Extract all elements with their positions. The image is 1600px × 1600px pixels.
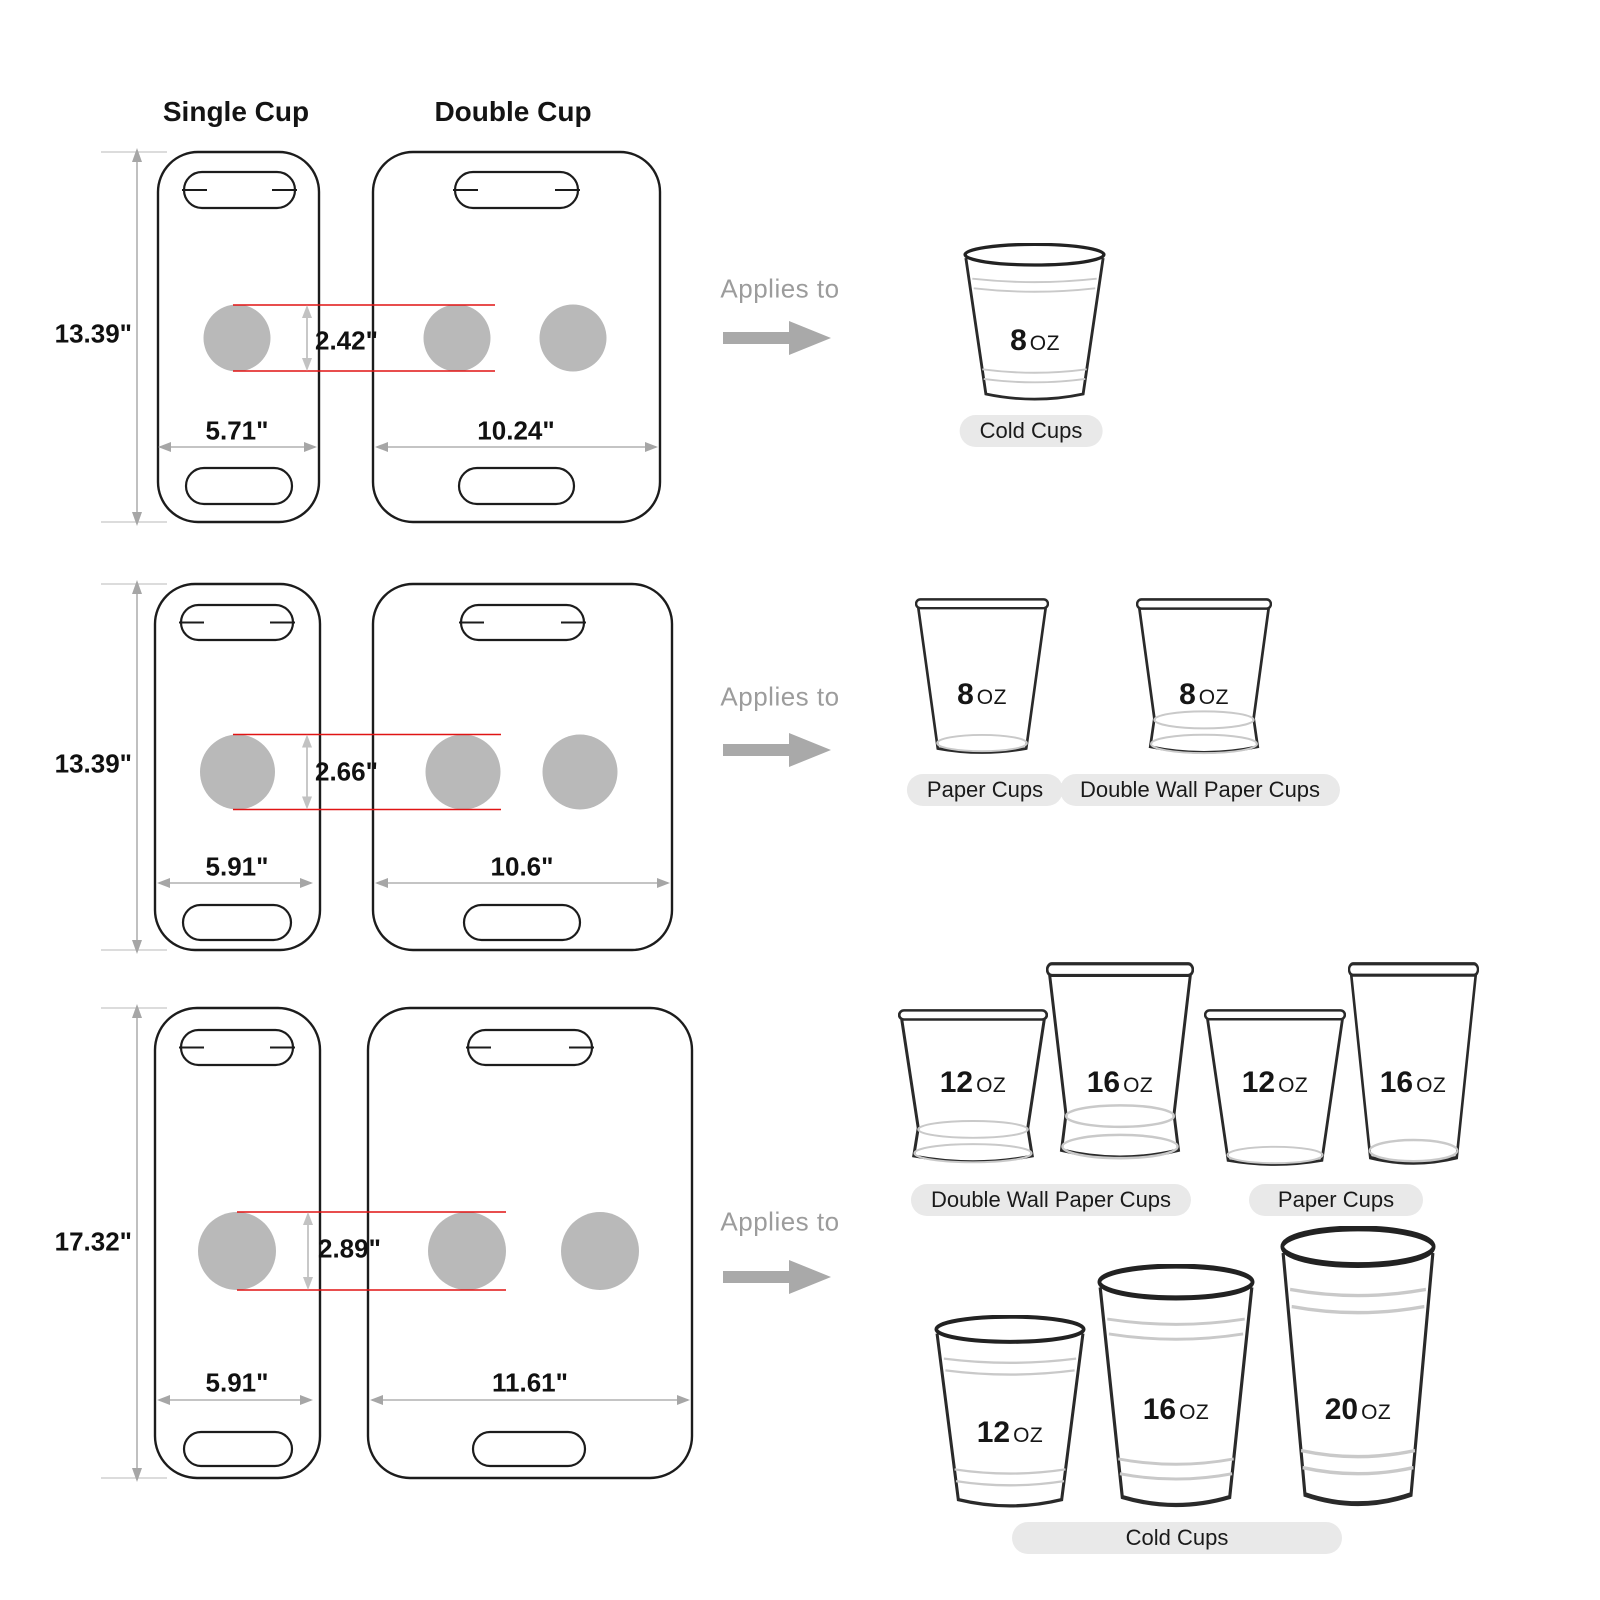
applies-to-label: Applies to: [720, 681, 840, 712]
badge-double-wall-paper-cups: Double Wall Paper Cups: [910, 1184, 1192, 1216]
double-carrier-outline: [371, 582, 674, 952]
paper-cup-16oz-illustration: [1348, 962, 1479, 1165]
single-width-label-row2: 5.91": [205, 851, 269, 882]
cup-hole: [539, 304, 607, 372]
cup-hole: [203, 304, 271, 372]
right-arrow-icon: [723, 1260, 831, 1294]
badge-paper-cups: Paper Cups: [1249, 1184, 1423, 1216]
height-label-row3: 17.32": [54, 1226, 132, 1257]
carrier-diagram-row2: [101, 580, 674, 954]
paper-cup-12oz-illustration: [1204, 1009, 1346, 1166]
cold-cup-20oz-illustration: [1280, 1226, 1436, 1507]
cold-cup-16oz-illustration: [1097, 1264, 1255, 1508]
badge-paper-cups: Paper Cups: [906, 774, 1064, 806]
cup-hole: [542, 734, 618, 810]
cup-hole: [423, 304, 491, 372]
applies-to-label: Applies to: [720, 273, 840, 304]
cup-hole: [425, 734, 501, 810]
cold-cup-8oz-illustration: [963, 243, 1106, 401]
double-wall-cup-16oz-illustration: [1046, 962, 1194, 1160]
single-cup-title: Single Cup: [162, 96, 310, 127]
single-width-label-row1: 5.71": [205, 415, 269, 446]
double-width-label-row2: 10.6": [490, 851, 554, 882]
double-carrier-outline: [366, 1006, 694, 1480]
double-width-label-row1: 10.24": [477, 415, 555, 446]
cup-hole: [561, 1212, 639, 1290]
badge-cold-cups: Cold Cups: [1012, 1522, 1342, 1554]
hole-diameter-label-row2: 2.66": [315, 756, 378, 787]
cup-hole: [200, 734, 275, 810]
bottom-slot: [182, 1430, 294, 1468]
height-label-row1: 13.39": [54, 318, 132, 349]
cup-hole: [198, 1212, 276, 1290]
carrier-diagram-row1: [101, 148, 662, 526]
bottom-slot: [457, 466, 576, 506]
badge-cold-cups: Cold Cups: [959, 415, 1103, 447]
single-width-label-row3: 5.91": [205, 1367, 269, 1398]
applies-to-label: Applies to: [720, 1206, 840, 1237]
right-arrow-icon: [723, 733, 831, 767]
hole-diameter-label-row1: 2.42": [315, 325, 378, 356]
double-wall-cup-12oz-illustration: [898, 1009, 1048, 1164]
double-wall-cup-8oz-illustration: [1136, 598, 1272, 755]
hole-diameter-label-row3: 2.89": [318, 1233, 381, 1264]
badge-double-wall-paper-cups: Double Wall Paper Cups: [1059, 774, 1341, 806]
double-carrier-outline: [371, 150, 662, 524]
bottom-slot: [471, 1430, 587, 1468]
cold-cup-12oz-illustration: [934, 1315, 1086, 1508]
paper-cup-8oz-illustration: [915, 598, 1049, 754]
height-label-row2: 13.39": [54, 748, 132, 779]
right-arrow-icon: [723, 321, 831, 355]
double-cup-title: Double Cup: [434, 96, 592, 127]
bottom-slot: [184, 466, 294, 506]
carrier-diagram-row3: [101, 1004, 694, 1482]
double-width-label-row3: 11.61": [492, 1367, 568, 1398]
cup-hole: [428, 1212, 506, 1290]
bottom-slot: [462, 903, 582, 942]
bottom-slot: [181, 903, 293, 942]
